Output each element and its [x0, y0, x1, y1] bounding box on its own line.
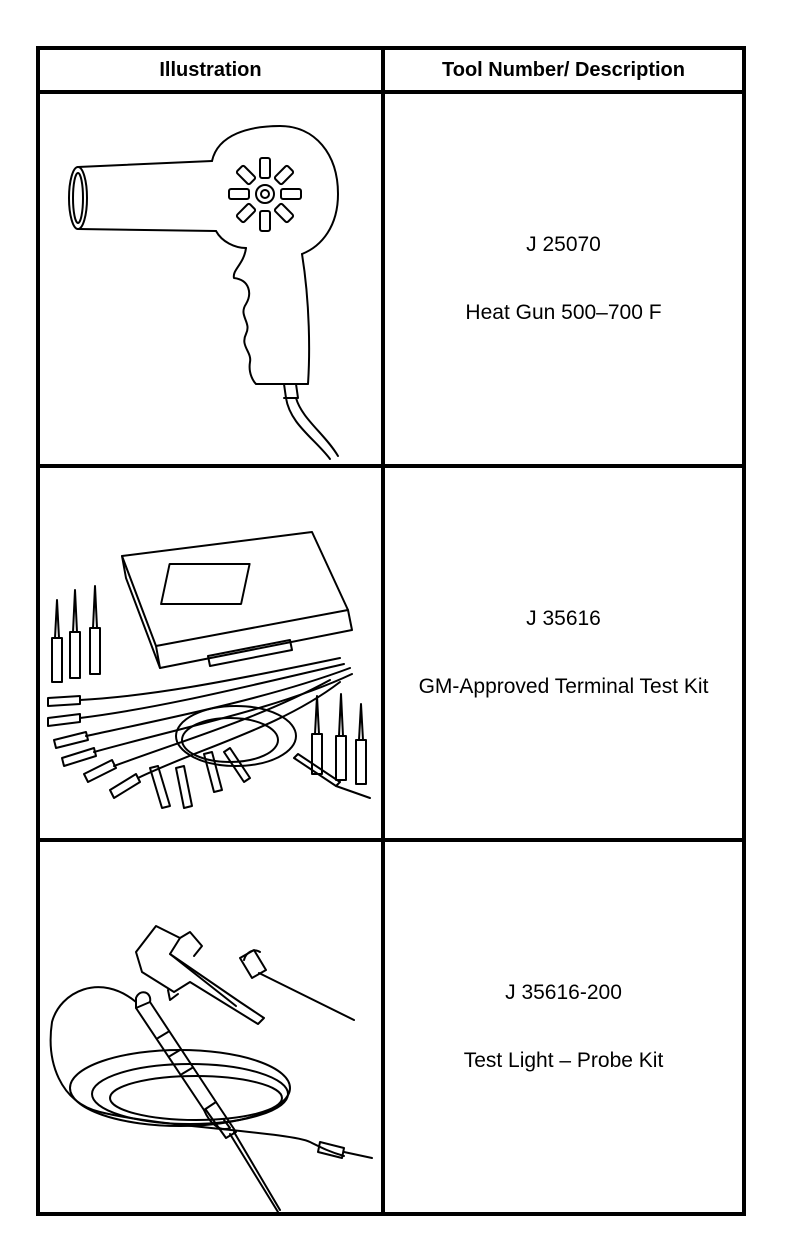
tool-number: J 25070: [526, 233, 601, 256]
tool-description-header: Tool Number/ Description: [442, 58, 685, 81]
tool-description: Test Light – Probe Kit: [463, 1049, 664, 1072]
illustration-header: Illustration: [159, 58, 262, 81]
test-light-probe-kit-icon: [40, 842, 381, 1212]
tool-description-cell: J 35616 GM-Approved Terminal Test Kit: [385, 468, 742, 838]
tool-table: Illustration Tool Number/ Description: [36, 46, 746, 1216]
row-divider: [40, 464, 742, 468]
tool-number: J 35616: [526, 607, 601, 630]
row-divider: [40, 838, 742, 842]
tool-description: GM-Approved Terminal Test Kit: [418, 675, 709, 698]
header-divider: [40, 90, 742, 94]
tool-description-cell: J 35616-200 Test Light – Probe Kit: [385, 842, 742, 1212]
tool-description: Heat Gun 500–700 F: [465, 301, 662, 324]
tool-number: J 35616-200: [505, 981, 622, 1004]
column-divider: [381, 50, 385, 1212]
tool-description-cell: J 25070 Heat Gun 500–700 F: [385, 94, 742, 464]
terminal-test-kit-icon: [40, 468, 381, 838]
heat-gun-icon: [40, 94, 381, 464]
